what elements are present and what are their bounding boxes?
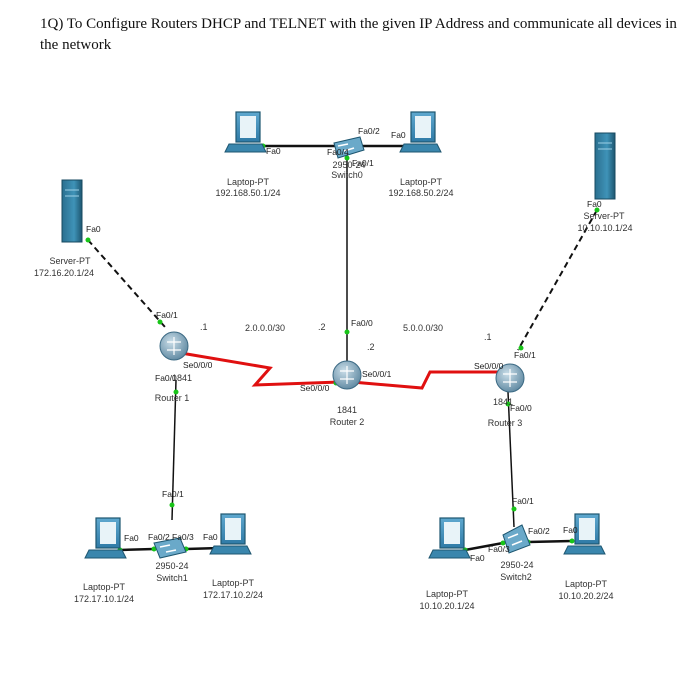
router-model-label: 1841: [493, 397, 513, 407]
link-laptop-switch2-a: [464, 541, 504, 552]
link-router1-switch1: [171, 379, 177, 521]
switch-model-label: 2950-24: [332, 160, 365, 170]
links: [87, 144, 598, 552]
host-suffix-label: .2: [367, 342, 375, 352]
router3[interactable]: [495, 363, 525, 393]
ip-label: 10.10.20.2/24: [558, 591, 613, 601]
device-type-label: Server-PT: [49, 256, 91, 266]
port-label: Fa0/2: [528, 526, 550, 536]
network-label-right-serial: 5.0.0.0/30: [403, 323, 443, 333]
port-label: Fa0/1: [156, 310, 178, 320]
laptop-bottom-left-2[interactable]: [209, 513, 252, 555]
switch0[interactable]: [333, 136, 365, 159]
router-name-label: Router 2: [330, 417, 365, 427]
port-label: Fa0/1: [514, 350, 536, 360]
laptop-top-right[interactable]: [399, 111, 442, 153]
switch-model-label: 2950-24: [155, 561, 188, 571]
router2[interactable]: [332, 360, 362, 390]
router-name-label: Router 1: [155, 393, 190, 403]
router-model-label: 1841: [172, 373, 192, 383]
port-label: Fa0/2: [358, 126, 380, 136]
port-label: Fa0/3: [172, 532, 194, 542]
switch-name-label: Switch2: [500, 572, 532, 582]
ip-label: 10.10.10.1/24: [577, 223, 632, 233]
server-left[interactable]: [61, 179, 83, 243]
port-label: Fa0: [266, 146, 281, 156]
ip-label: 10.10.20.1/24: [419, 601, 474, 611]
port-label: Se0/0/0: [183, 360, 213, 370]
port-label: Fa0: [563, 525, 578, 535]
ip-label: 172.16.20.1/24: [34, 268, 94, 278]
port-label: Se0/0/0: [474, 361, 504, 371]
switch-name-label: Switch0: [331, 170, 363, 180]
switch2[interactable]: [502, 524, 531, 554]
ip-label: 192.168.50.2/24: [388, 188, 453, 198]
port-label: Se0/0/0: [300, 383, 330, 393]
port-label: Fa0/1: [512, 496, 534, 506]
port-label: Fa0: [203, 532, 218, 542]
question-text: 1Q) To Configure Routers DHCP and TELNET…: [40, 16, 677, 53]
host-suffix-label: .1: [200, 322, 208, 332]
laptop-bottom-right-1[interactable]: [428, 517, 471, 559]
router-model-label: 1841: [337, 405, 357, 415]
device-type-label: Server-PT: [583, 211, 625, 221]
switch-name-label: Switch1: [156, 573, 188, 583]
router1[interactable]: [159, 331, 189, 361]
link-server-router3: [517, 209, 598, 351]
ip-label: 172.17.10.2/24: [203, 590, 263, 600]
port-label: Fa0: [391, 130, 406, 140]
server-right[interactable]: [594, 132, 616, 200]
port-label: Fa0/3: [488, 544, 510, 554]
port-label: Fa0: [124, 533, 139, 543]
device-type-label: Laptop-PT: [400, 177, 443, 187]
port-label: Fa0: [470, 553, 485, 563]
port-label: Fa0/1: [352, 158, 374, 168]
switch1[interactable]: [153, 537, 187, 559]
laptop-bottom-right-2[interactable]: [563, 513, 606, 555]
host-suffix-label: .2: [318, 322, 326, 332]
device-type-label: Laptop-PT: [212, 578, 255, 588]
port-label: Fa0/4: [327, 147, 349, 157]
serial-link-r2-r3: [351, 370, 503, 390]
laptop-top-left[interactable]: [224, 111, 267, 153]
port-label: Fa0: [587, 199, 602, 209]
network-label-left-serial: 2.0.0.0/30: [245, 323, 285, 333]
serial-link-r1-r2: [174, 350, 341, 387]
port-label: Fa0/1: [162, 489, 184, 499]
port-label: Fa0/2: [148, 532, 170, 542]
device-type-label: Laptop-PT: [83, 582, 126, 592]
ip-label: 192.168.50.1/24: [215, 188, 280, 198]
host-suffix-label: .1: [484, 332, 492, 342]
router-name-label: Router 3: [488, 418, 523, 428]
port-label: Fa0/0: [510, 403, 532, 413]
laptop-bottom-left-1[interactable]: [84, 517, 127, 559]
port-label: Fa0/0: [155, 373, 177, 383]
port-label: Fa0: [86, 224, 101, 234]
port-label: Se0/0/1: [362, 369, 392, 379]
port-label: Fa0/0: [351, 318, 373, 328]
device-type-label: Laptop-PT: [227, 177, 270, 187]
link-server-router1: [87, 239, 166, 328]
link-laptop-switch1-a: [119, 547, 155, 552]
link-router3-switch2: [507, 391, 515, 528]
device-type-label: Laptop-PT: [565, 579, 608, 589]
device-type-label: Laptop-PT: [426, 589, 469, 599]
ip-label: 172.17.10.1/24: [74, 594, 134, 604]
switch-model-label: 2950-24: [500, 560, 533, 570]
link-switch2-laptop-b: [527, 539, 573, 544]
